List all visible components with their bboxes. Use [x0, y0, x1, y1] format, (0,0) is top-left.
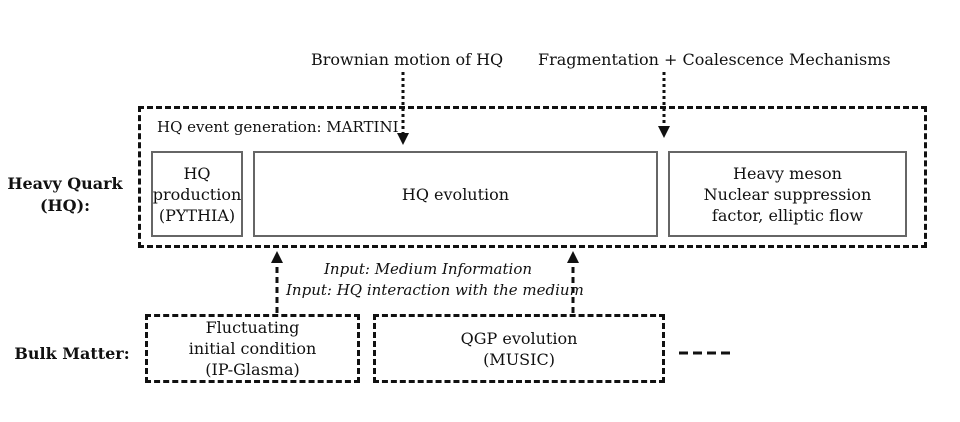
input-interaction-label: Input: HQ interaction with the medium	[286, 281, 584, 299]
hq-production-line1: HQ	[183, 163, 211, 183]
hq-production-box: HQ production (PYTHIA)	[151, 151, 243, 237]
qgp-evolution-line1: QGP evolution	[460, 328, 578, 348]
hq-evolution-label: HQ evolution	[401, 184, 510, 204]
input-medium-label: Input: Medium Information	[324, 260, 533, 278]
heavy-meson-line3: factor, elliptic flow	[711, 205, 864, 225]
qgp-evolution-line2: (MUSIC)	[483, 349, 555, 369]
heavy-quark-label-line1: Heavy Quark	[7, 174, 123, 193]
heavy-meson-line1: Heavy meson	[733, 163, 842, 183]
initial-to-hq-arrow	[271, 251, 283, 313]
heavy-quark-label-line2: (HQ):	[39, 196, 91, 215]
brownian-arrow	[397, 72, 409, 145]
brownian-motion-label: Brownian motion of HQ	[311, 50, 504, 69]
bulk-matter-label: Bulk Matter:	[14, 344, 130, 363]
hq-evolution-box: HQ evolution	[253, 151, 658, 237]
initial-condition-box: Fluctuating initial condition (IP-Glasma…	[145, 314, 360, 383]
hq-group-frame	[138, 106, 927, 248]
heavy-meson-line2: Nuclear suppression	[703, 184, 872, 204]
hq-production-line2: production	[152, 184, 242, 204]
heavy-quark-label: Heavy Quark (HQ):	[6, 173, 124, 217]
initial-condition-line3: (IP-Glasma)	[205, 360, 300, 379]
fragmentation-label: Fragmentation + Coalescence Mechanisms	[538, 50, 891, 69]
hq-group-caption: HQ event generation: MARTINI	[157, 118, 399, 136]
initial-condition-line1: Fluctuating	[205, 318, 300, 337]
hq-production-line3: (PYTHIA)	[158, 205, 236, 225]
initial-condition-line2: initial condition	[188, 339, 317, 358]
qgp-evolution-box: QGP evolution (MUSIC)	[373, 314, 665, 383]
heavy-meson-box: Heavy meson Nuclear suppression factor, …	[668, 151, 907, 237]
qgp-to-hq-arrow	[567, 251, 579, 313]
fragmentation-arrow	[658, 72, 670, 138]
